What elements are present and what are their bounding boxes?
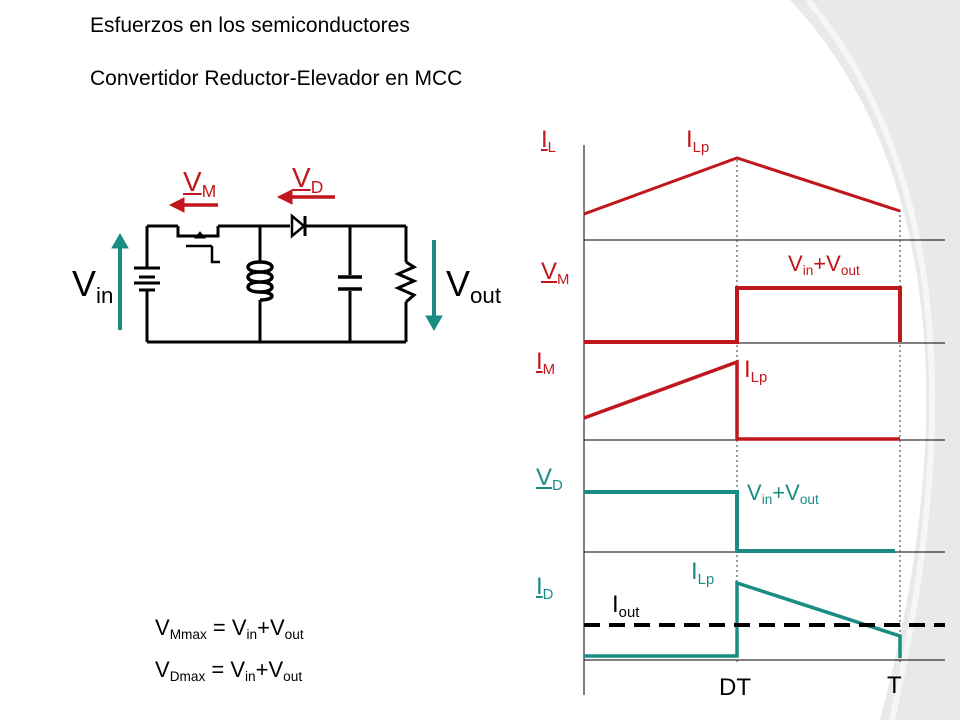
vd-arrow — [276, 189, 335, 205]
vout-label: Vout — [446, 263, 502, 309]
vdmax-formula: VDmax = Vin+Vout — [155, 657, 303, 685]
background-curve-highlight — [805, 0, 936, 720]
slide-subtitle: Convertidor Reductor-Elevador en MCC — [90, 67, 463, 90]
t-label: T — [887, 672, 902, 699]
mosfet-switch-icon — [176, 226, 220, 264]
iout-label: Iout — [612, 591, 640, 621]
im-peak-label: ILp — [744, 356, 768, 386]
vd-waveform — [584, 490, 895, 553]
vm-level-label: Vin+Vout — [788, 251, 860, 279]
id-waveform — [584, 580, 902, 658]
battery-icon — [134, 266, 160, 292]
time-markers — [736, 160, 901, 665]
vd-wave-label: VD — [536, 464, 563, 494]
id-peak-label: ILp — [691, 558, 715, 588]
vmmax-formula: VMmax = Vin+Vout — [155, 615, 304, 643]
diode-icon — [280, 213, 313, 239]
vout-arrow — [425, 240, 443, 332]
vm-wave-label: VM — [541, 258, 570, 288]
il-peak-label: ILp — [686, 126, 710, 156]
im-waveform — [583, 359, 900, 441]
vm-circuit-label: VM — [183, 166, 217, 201]
capacitor-icon — [338, 226, 362, 342]
vm-waveform — [584, 286, 902, 344]
vd-circuit-label: VD — [292, 162, 324, 197]
background-curve — [790, 0, 960, 720]
slide-title: Esfuerzos en los semiconductores — [90, 14, 410, 37]
vin-label: Vin — [72, 263, 114, 309]
resistor-icon — [394, 226, 418, 342]
id-label: ID — [536, 573, 554, 603]
vin-arrow — [111, 232, 129, 330]
inductor-icon — [246, 226, 274, 342]
dt-label: DT — [719, 674, 751, 701]
il-waveform — [583, 156, 901, 216]
circuit-schematic — [134, 213, 418, 344]
vm-arrow — [168, 197, 218, 213]
vd-level-label: Vin+Vout — [747, 480, 819, 508]
il-label: IL — [541, 126, 556, 156]
im-label: IM — [536, 348, 556, 378]
